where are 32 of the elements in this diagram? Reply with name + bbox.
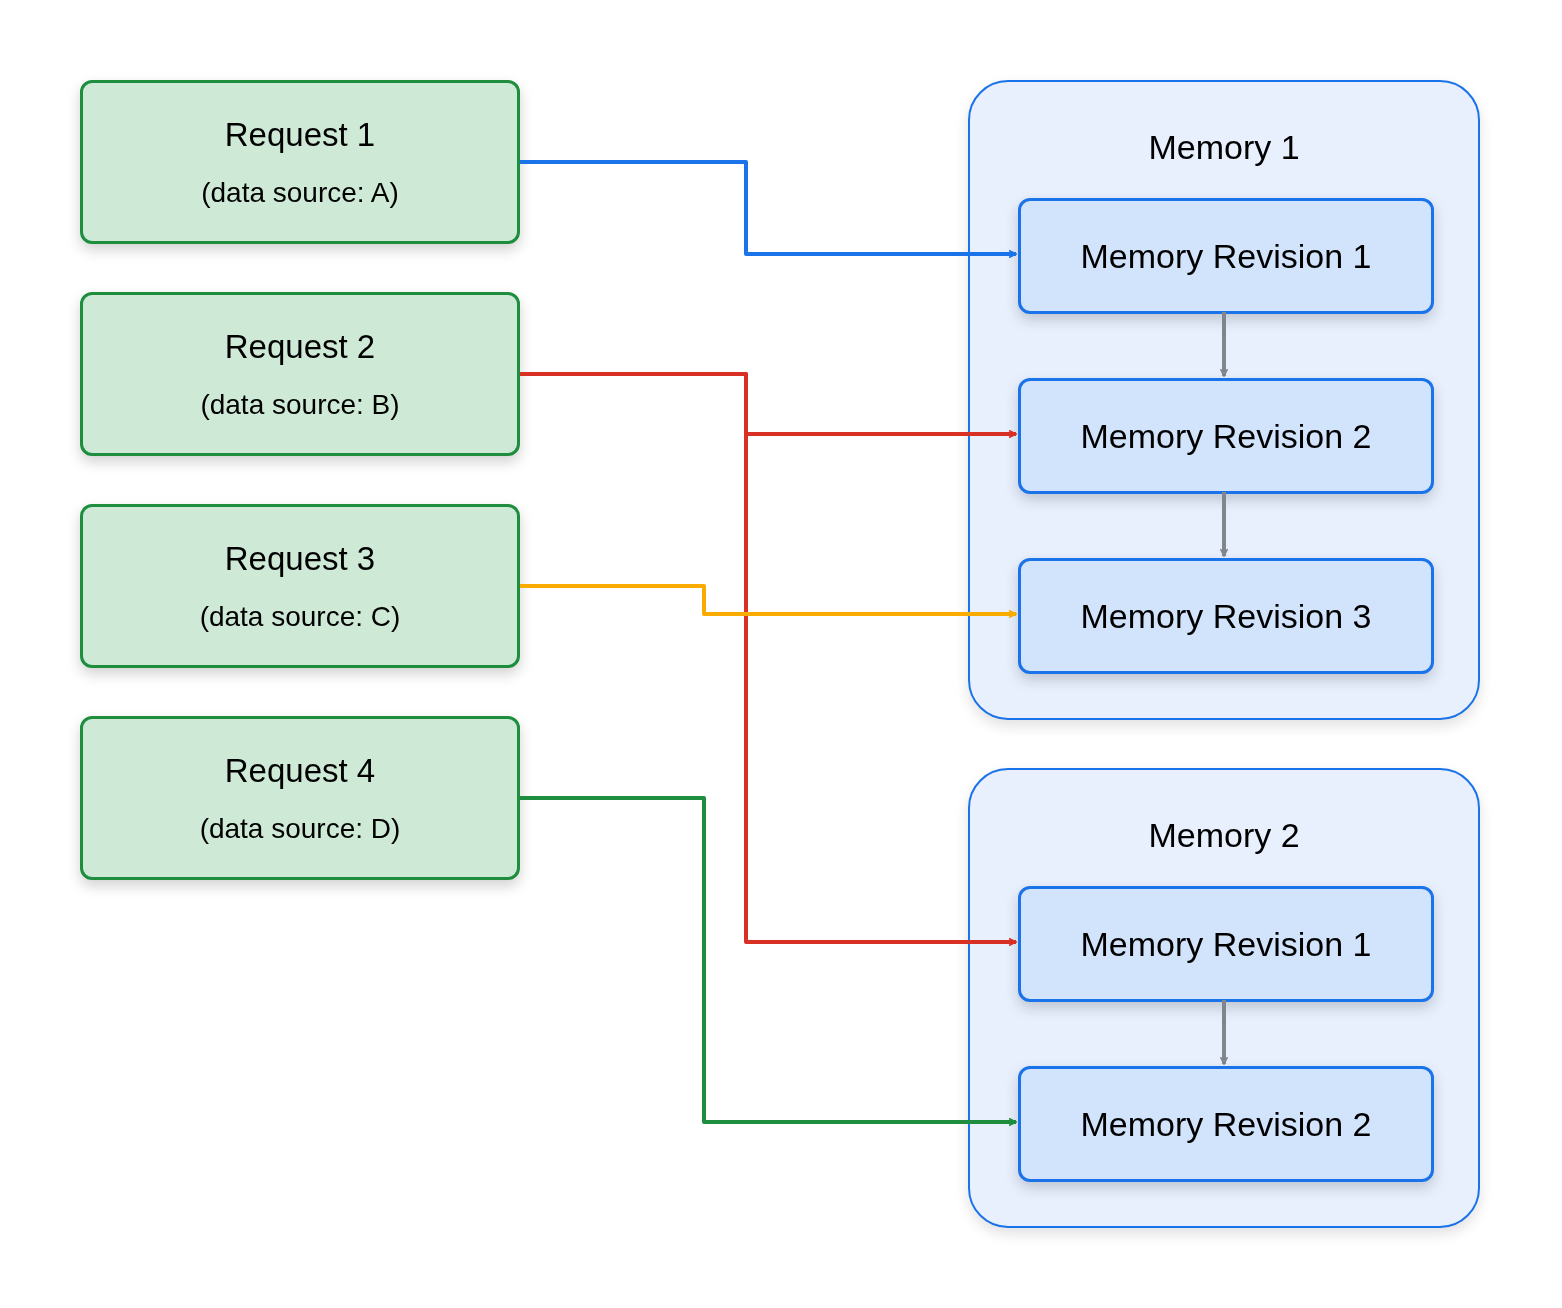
request-box [80,292,520,456]
box-subtitle: (data source: B) [200,387,400,422]
revision-box [1018,1066,1434,1182]
box-title: Memory Revision 2 [1080,415,1372,457]
box-title: Memory Revision 1 [1080,923,1372,965]
revision-box [1018,198,1434,314]
arrow [1219,1000,1229,1065]
container-title: Memory 1 [1148,127,1300,168]
arrow [520,796,1017,1127]
box-subtitle: (data source: C) [199,599,401,634]
request-box [80,80,520,244]
revision-box [1018,886,1434,1002]
box-title: Request 3 [224,539,376,580]
arrow [520,584,1017,619]
revision-box [1018,378,1434,494]
box-title: Request 4 [224,751,376,792]
box-subtitle: (data source: D) [199,811,401,846]
request-box [80,716,520,880]
memory-container [968,768,1480,1228]
arrow [1219,492,1229,557]
box-title: Memory Revision 3 [1080,595,1372,637]
box-title: Request 2 [224,327,376,368]
request-box [80,504,520,668]
revision-box [1018,558,1434,674]
arrow [520,160,1017,259]
box-title: Memory Revision 2 [1080,1103,1372,1145]
memory-container [968,80,1480,720]
box-title: Request 1 [224,115,376,156]
container-title: Memory 2 [1148,815,1300,856]
arrow [1219,312,1229,377]
box-title: Memory Revision 1 [1080,235,1372,277]
box-subtitle: (data source: A) [201,175,399,210]
